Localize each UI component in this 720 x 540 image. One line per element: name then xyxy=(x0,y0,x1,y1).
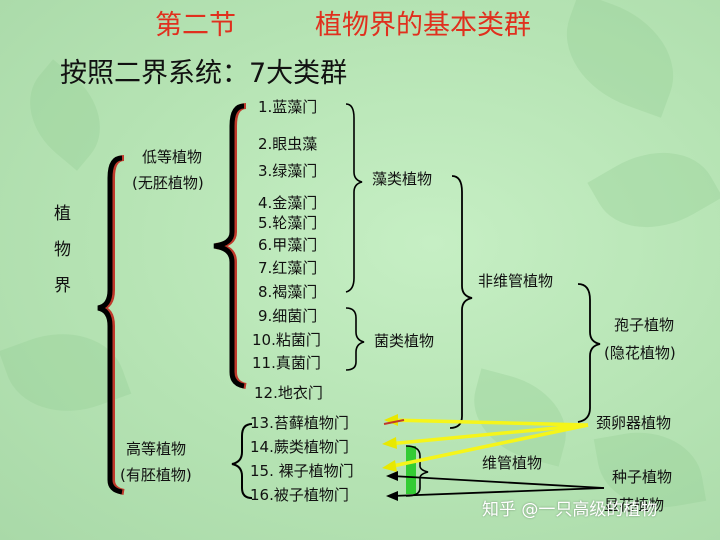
title-section: 第二节 xyxy=(155,10,236,41)
root-char: 植 xyxy=(54,204,71,224)
arrowhead xyxy=(386,491,398,501)
spore-brace xyxy=(577,283,601,423)
vascular-green-bar xyxy=(406,446,416,494)
root-char: 物 xyxy=(54,240,71,260)
arrowhead xyxy=(382,437,397,449)
arrowhead xyxy=(382,460,397,472)
phylum-item: 11.真菌门 xyxy=(252,354,321,372)
arrow-seed-angio xyxy=(391,487,605,497)
phylum-item: 13.苔藓植物门 xyxy=(250,414,349,432)
arrowhead xyxy=(386,471,398,481)
group-fungi: 菌类植物 xyxy=(374,332,435,350)
lower-plants-alt: (无胚植物) xyxy=(132,174,204,192)
fungi-brace xyxy=(345,307,365,371)
phylum-item: 9.细菌门 xyxy=(258,307,318,325)
title-main: 植物界的基本类群 xyxy=(315,10,531,41)
group-nonvascular: 非维管植物 xyxy=(478,272,554,290)
phylum-item: 16.被子植物门 xyxy=(250,486,349,504)
lower-brace xyxy=(213,103,245,389)
phylum-item: 5.轮藻门 xyxy=(258,214,318,232)
group-archegonium: 颈卵器植物 xyxy=(596,414,672,432)
arrowhead xyxy=(384,414,398,426)
watermark: 知乎 @一只高级的植物 xyxy=(482,500,658,520)
group-spore: 孢子植物 xyxy=(614,316,675,334)
phylum-item: 14.蕨类植物门 xyxy=(250,438,349,456)
lower-plants-label: 低等植物 xyxy=(142,148,203,166)
phylum-item: 8.褐藻门 xyxy=(258,283,318,301)
phylum-item: 3.绿藻门 xyxy=(258,162,318,180)
group-vascular: 维管植物 xyxy=(482,454,543,472)
phylum-item: 4.金藻门 xyxy=(258,194,318,212)
arrow-seed-gymno xyxy=(391,475,605,489)
phylum-item: 7.红藻门 xyxy=(258,259,318,277)
vascular-brace xyxy=(405,445,429,497)
phylum-item: 1.蓝藻门 xyxy=(258,98,318,116)
phylum-item: 2.眼虫藻 xyxy=(258,135,318,153)
phylum-item: 10.粘菌门 xyxy=(252,331,321,349)
subtitle: 按照二界系统：7大类群 xyxy=(60,58,348,89)
higher-plants-label: 高等植物 xyxy=(126,440,187,458)
higher-plants-alt: (有胚植物) xyxy=(120,466,192,484)
group-cryptogam: (隐花植物) xyxy=(604,344,676,362)
red-mark xyxy=(383,419,405,425)
algae-brace xyxy=(345,103,363,293)
group-seed: 种子植物 xyxy=(612,468,673,486)
root-char: 界 xyxy=(54,276,71,296)
group-seed-alt: 显花植物 xyxy=(604,496,665,514)
root-brace xyxy=(97,155,123,495)
arrow-archegonium-fern xyxy=(387,423,589,446)
nonvascular-brace xyxy=(449,175,473,429)
phylum-item: 12.地衣门 xyxy=(254,384,323,402)
arrow-archegonium-gymno xyxy=(387,423,589,469)
phylum-item: 6.甲藻门 xyxy=(258,236,318,254)
arrow-archegonium-moss xyxy=(389,418,589,427)
higher-brace xyxy=(231,423,253,499)
group-algae: 藻类植物 xyxy=(372,170,433,188)
phylum-item: 15. 裸子植物门 xyxy=(250,462,354,480)
